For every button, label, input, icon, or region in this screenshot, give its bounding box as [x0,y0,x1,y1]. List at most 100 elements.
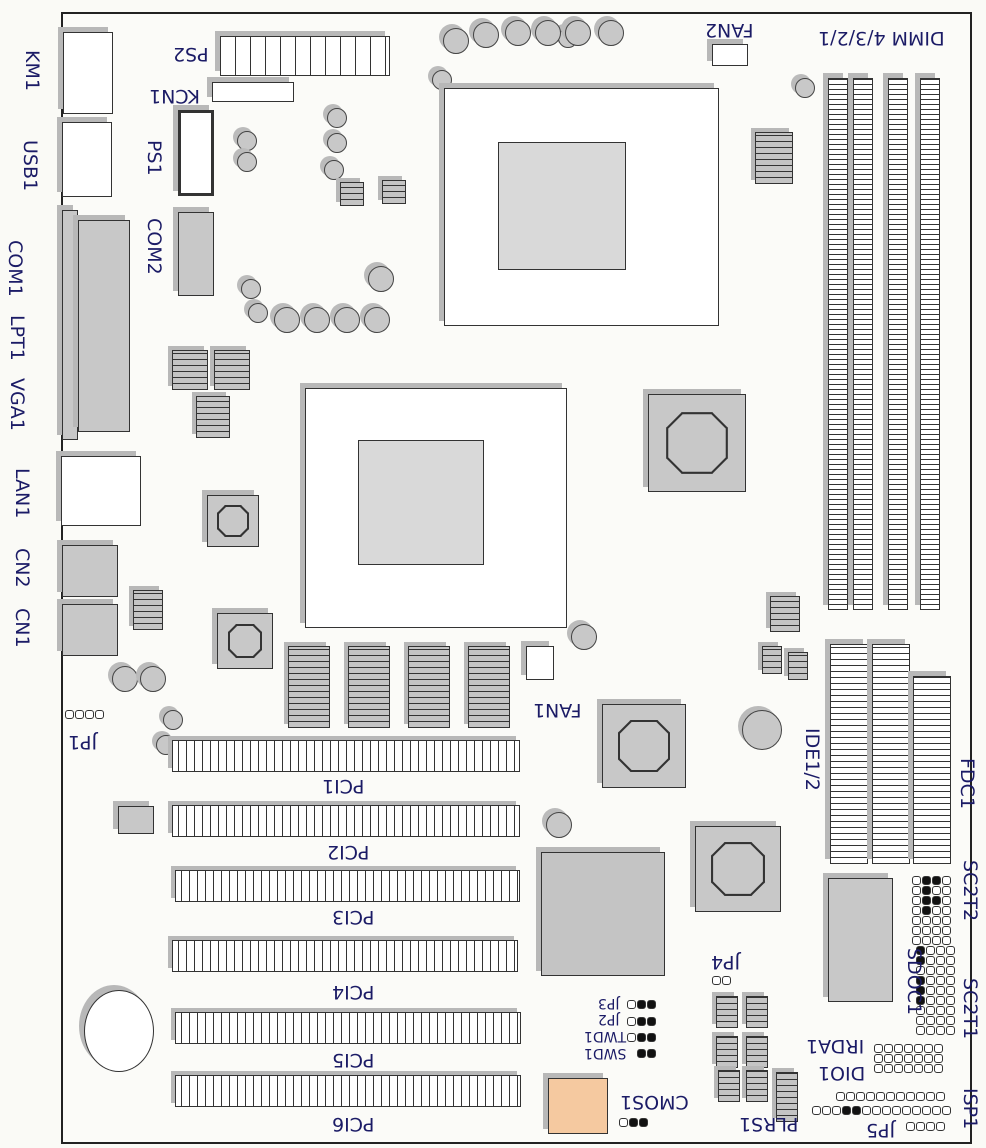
label-dimm: DIMM 4/3/2/1 [818,27,945,49]
sc2t2-header [922,886,931,895]
cmos1-jumper [639,1118,648,1127]
swd1-jumper [647,1049,656,1058]
jp5-header [916,1122,925,1131]
sc2t1-header [916,976,925,985]
pci-slot-3 [175,870,520,902]
jp4-jumper [722,976,731,985]
sc2t1-header [916,1026,925,1035]
dimm-slot-2 [888,78,908,610]
isp1-header-row2 [882,1106,891,1115]
isp1-header-row2 [842,1106,851,1115]
sc2t2-header [922,876,931,885]
sc2t2-header [912,916,921,925]
isp1-header-row2 [942,1106,951,1115]
battery [84,990,154,1072]
jp3-jumper [637,1000,646,1009]
ic-chip [716,996,738,1028]
ic-chip [196,396,230,438]
sc2t2-header [922,926,931,935]
large-capacitor [598,20,624,46]
chip-square [695,826,781,912]
label-lpt1: LPT1 [6,315,28,361]
jp5-header [926,1122,935,1131]
cpu-die-lower [358,440,484,565]
label-swd1: SWD1 [584,1045,627,1061]
ic-chip [755,132,793,184]
jp3-jumper [627,1000,636,1009]
label-km1: KM1 [21,50,43,91]
sc2t2-header [922,896,931,905]
sc2t1-header [946,1006,955,1015]
sc2t2-header [942,876,951,885]
isp1-header [876,1092,885,1101]
label-sc2t1: SC2T1 [959,978,981,1040]
sc2t1-header [936,1026,945,1035]
label-dio1: DIO1 [818,1062,866,1084]
label-cn2: CN2 [11,548,33,588]
capacitor [163,710,183,730]
large-capacitor [443,28,469,54]
irda-dio-header [904,1064,913,1073]
label-irda1: IRDA1 [806,1035,865,1057]
label-pci5: PCI5 [332,1049,375,1071]
kcn1-connector [212,82,294,102]
isp1-header [846,1092,855,1101]
sc2t2-header [932,876,941,885]
label-usb1: USB1 [19,140,41,192]
label-jp5: JP5 [866,1119,896,1141]
ic-chip [770,596,800,632]
large-capacitor [368,266,394,292]
label-twd1: TWD1 [584,1028,627,1044]
large-capacitor [505,20,531,46]
isp1-header [886,1092,895,1101]
large-capacitor [565,20,591,46]
sc2t1-header [936,986,945,995]
ic-chip [776,1072,798,1122]
sc2t1-header [916,956,925,965]
sc2t1-header [936,966,945,975]
cn1-connector [62,604,118,656]
isp1-header-row2 [832,1106,841,1115]
irda-dio-header [914,1044,923,1053]
capacitor [237,131,257,151]
dimm-slot-4 [828,78,848,610]
sc2t1-header [926,976,935,985]
ic-chip [718,1070,740,1102]
ic-chip [716,1036,738,1068]
label-sc2t2: SC2T2 [959,860,981,922]
irda-dio-header [894,1044,903,1053]
ic-chip [133,590,163,630]
dimm-slot-1 [920,78,940,610]
sdoc1-socket [828,878,893,1002]
sc2t1-header [916,946,925,955]
label-lan1: LAN1 [11,468,33,519]
ic-chip [214,350,250,390]
dimm-slot-3 [853,78,873,610]
label-kcn1: KCN1 [149,85,200,107]
jp1-header [85,710,94,719]
twd1-jumper [647,1033,656,1042]
ps1-connector [178,110,214,196]
chipset-south [602,704,686,788]
sc2t1-header [936,946,945,955]
irda-dio-header [884,1064,893,1073]
pci-slot-5 [175,1012,521,1044]
capacitor [241,279,261,299]
sc2t1-header [926,1026,935,1035]
isp1-header [936,1092,945,1101]
irda-dio-header [924,1054,933,1063]
swd1-jumper [637,1049,646,1058]
fan1-connector [526,646,554,680]
sc2t2-header [932,926,941,935]
sc2t1-header [926,996,935,1005]
sc2t1-header [946,976,955,985]
io-bracket [62,210,78,440]
sc2t2-header [912,906,921,915]
isp1-header [896,1092,905,1101]
sc2t2-header [932,896,941,905]
sc2t1-header [916,986,925,995]
isp1-header-row2 [902,1106,911,1115]
jp1-header [95,710,104,719]
irda-dio-header [884,1044,893,1053]
irda-dio-header [904,1044,913,1053]
